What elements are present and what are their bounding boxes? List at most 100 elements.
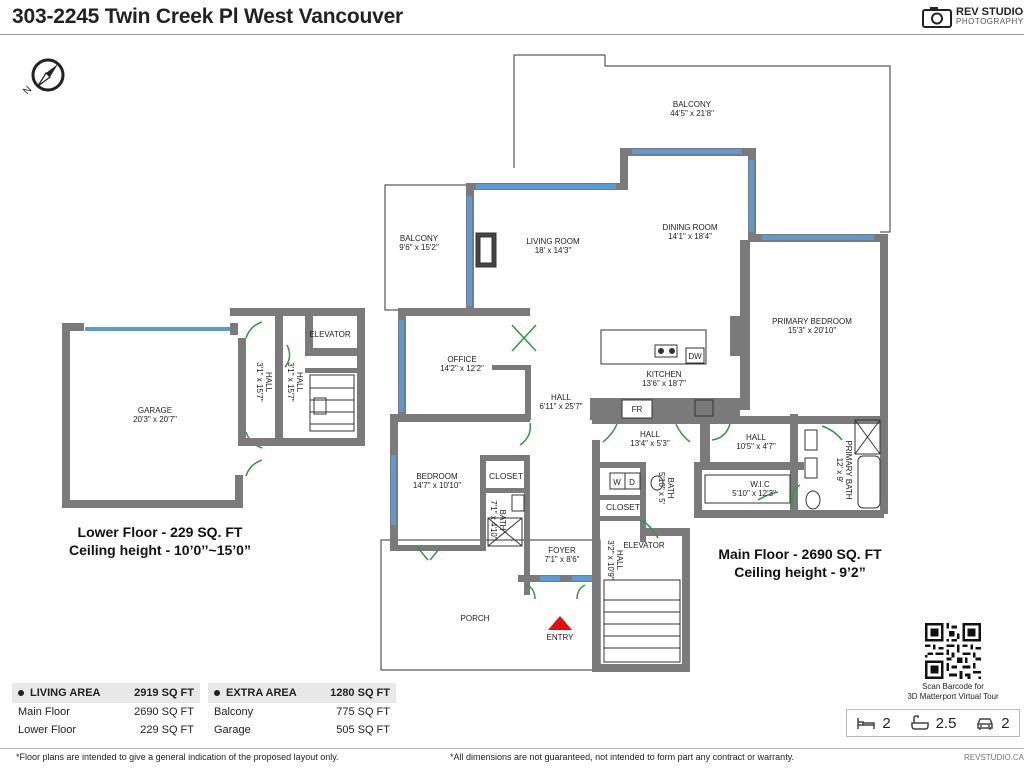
- fixtures: [475, 232, 881, 663]
- living-area-table: LIVING AREA 2919 SQ FT Main Floor 2690 S…: [12, 683, 200, 739]
- table-row: Main Floor 2690 SQ FT: [12, 703, 200, 721]
- camera-icon: [922, 7, 952, 28]
- main-floor-note: Main Floor - 2690 SQ. FT Ceiling height …: [690, 545, 910, 581]
- room-hall-foyer-dim: 3'2" x 10'9": [606, 540, 615, 580]
- living-area-total: 2919 SQ FT: [134, 687, 194, 699]
- row-name: Main Floor: [18, 706, 70, 718]
- room-office-name: OFFICE: [447, 355, 476, 364]
- row-name: Lower Floor: [18, 724, 77, 736]
- brand-logo: REV STUDIO PHOTOGRAPHY: [922, 6, 1024, 28]
- car-icon: [977, 718, 993, 730]
- bed-icon: [857, 718, 876, 729]
- table-row: Lower Floor 229 SQ FT: [12, 721, 200, 739]
- room-hall-mid-dim: 13'4" x 5'3": [630, 439, 670, 448]
- lower-stairs: [309, 374, 355, 432]
- property-summary: 2 2.5 2: [846, 709, 1020, 737]
- room-hall-foyer-name: HALL: [615, 550, 624, 571]
- room-bath2-name: BATH: [666, 478, 675, 499]
- windows: [85, 149, 874, 581]
- room-balcony-left-dim: 9'6" x 15'2": [399, 243, 439, 252]
- room-hall-right-dim: 10'5" x 4'7": [736, 442, 776, 451]
- room-bedroom-name: BEDROOM: [416, 472, 458, 481]
- bullet-icon: [214, 690, 220, 696]
- room-entry-name: ENTRY: [547, 633, 575, 642]
- room-living-dim: 18' x 14'3": [535, 246, 572, 255]
- extra-area-total: 1280 SQ FT: [330, 687, 390, 699]
- bathtub-icon: [910, 715, 929, 730]
- room-wic-name: W.I.C: [750, 480, 770, 489]
- room-foyer-dim: 7'1" x 8'6": [545, 555, 580, 564]
- room-hall-lower1-name: HALL: [264, 372, 273, 393]
- room-dining-name: DINING ROOM: [662, 223, 717, 232]
- room-elevator-main-name: ELEVATOR: [623, 541, 665, 550]
- page-title: 303-2245 Twin Creek Pl West Vancouver: [12, 5, 404, 28]
- bathroom-count: 2.5: [935, 714, 957, 732]
- lower-floor-note: Lower Floor - 229 SQ. FT Ceiling height …: [40, 523, 280, 559]
- brand-name: REV STUDIO: [956, 6, 1024, 18]
- room-primary-bath-dim: 12' x 9': [835, 458, 844, 483]
- compass-icon: N: [21, 58, 65, 97]
- room-bath1-dim: 7'1" x 4'10": [489, 500, 498, 540]
- living-area-header: LIVING AREA 2919 SQ FT: [12, 683, 200, 703]
- bullet-icon: [18, 690, 24, 696]
- qr-caption: Scan Barcode for 3D Matterport Virtual T…: [895, 682, 1011, 702]
- room-hall-lower2-dim: 3'1" x 15'7": [286, 362, 295, 402]
- dryer-label: D: [629, 478, 635, 487]
- room-balcony-top-name: BALCONY: [673, 100, 712, 109]
- room-hall-center-name: HALL: [551, 393, 572, 402]
- room-dining-dim: 14'1" x 18'4": [668, 232, 712, 241]
- brand-tagline: PHOTOGRAPHY: [956, 17, 1024, 26]
- main-floor-area: Main Floor - 2690 SQ. FT: [718, 546, 882, 562]
- footer-divider: [0, 748, 1024, 749]
- extra-area-table: EXTRA AREA 1280 SQ FT Balcony 775 SQ FT …: [208, 683, 396, 739]
- lower-floor-ceiling: Ceiling height - 10’0’’~15’0”: [69, 542, 251, 558]
- row-value: 505 SQ FT: [336, 724, 390, 736]
- room-porch-name: PORCH: [461, 614, 490, 623]
- room-hall-center-dim: 6'11" x 25'7": [539, 402, 582, 411]
- row-value: 2690 SQ FT: [134, 706, 194, 718]
- row-value: 775 SQ FT: [336, 706, 390, 718]
- room-garage-dim: 20'3" x 20'7": [133, 415, 177, 424]
- main-floor-ceiling: Ceiling height - 9’2”: [734, 564, 866, 580]
- room-closet2-name: CLOSET: [606, 502, 640, 512]
- row-name: Balcony: [214, 706, 254, 718]
- title-divider: [0, 34, 1024, 35]
- extra-area-label: EXTRA AREA: [226, 687, 297, 699]
- qr-caption-line2: 3D Matterport Virtual Tour: [907, 692, 999, 701]
- room-garage-name: GARAGE: [138, 406, 172, 415]
- room-kitchen-name: KITCHEN: [646, 370, 681, 379]
- extra-area-header: EXTRA AREA 1280 SQ FT: [208, 683, 396, 703]
- room-hall-lower2-name: HALL: [295, 372, 304, 393]
- living-area-label: LIVING AREA: [30, 687, 101, 699]
- table-row: Garage 505 SQ FT: [208, 721, 396, 739]
- footer-disclaimer-center: *All dimensions are not guaranteed, not …: [450, 752, 795, 762]
- lower-floor-walls: [62, 308, 365, 508]
- balcony-outlines: [380, 54, 891, 671]
- doors: [245, 321, 843, 600]
- room-hall-lower1-dim: 3'1" x 15'7": [255, 362, 264, 402]
- room-bath1-name: BATH: [498, 510, 507, 531]
- room-living-name: LIVING ROOM: [526, 237, 580, 246]
- room-elevator-lower-name: ELEVATOR: [309, 330, 351, 339]
- table-row: Balcony 775 SQ FT: [208, 703, 396, 721]
- room-hall-mid-name: HALL: [640, 430, 661, 439]
- room-office-dim: 14'2" x 12'2": [440, 364, 484, 373]
- room-primary-bedroom-dim: 15'3" x 20'10": [788, 326, 836, 335]
- room-kitchen-dim: 13'6" x 18'7": [642, 379, 686, 388]
- dishwasher-label: DW: [688, 352, 702, 361]
- svg-text:N: N: [21, 84, 34, 97]
- row-name: Garage: [214, 724, 251, 736]
- room-primary-bedroom-name: PRIMARY BEDROOM: [772, 317, 852, 326]
- parking-count: 2: [1001, 714, 1010, 732]
- footer-site: REVSTUDIO.CA: [964, 753, 1024, 762]
- footer-disclaimer-left: *Floor plans are intended to give a gene…: [16, 752, 339, 762]
- room-bedroom-dim: 14'7" x 10'10": [413, 481, 461, 490]
- room-primary-bath-name: PRIMARY BATH: [844, 440, 853, 499]
- room-bath2-dim: 5'10" x 5': [657, 472, 666, 505]
- room-closet1-name: CLOSET: [489, 471, 523, 481]
- row-value: 229 SQ FT: [140, 724, 194, 736]
- qr-code-icon: [925, 623, 981, 679]
- washer-label: W: [613, 478, 621, 487]
- room-wic-dim: 5'10" x 12'3": [732, 489, 776, 498]
